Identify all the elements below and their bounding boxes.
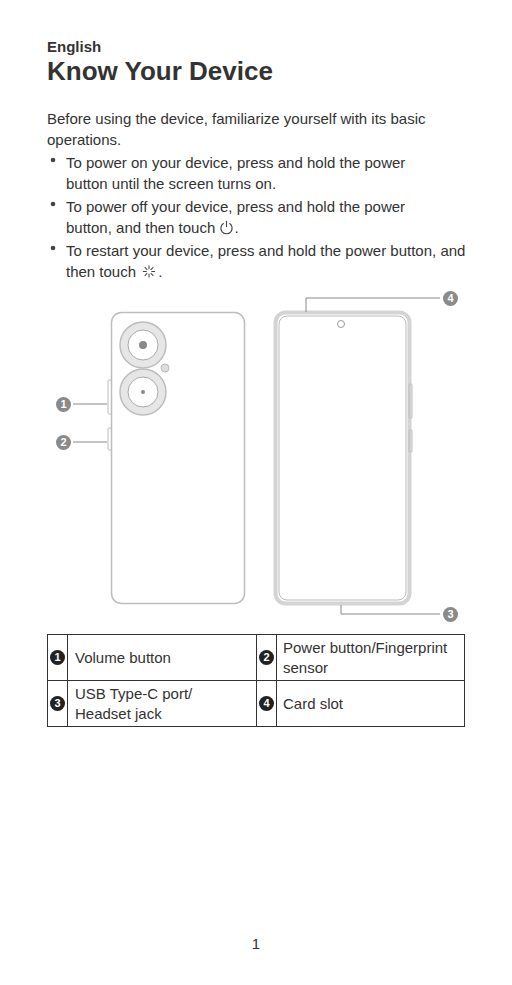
callout-number: 1 <box>50 650 65 665</box>
restart-icon-ray <box>151 267 154 270</box>
callout-number: 3 <box>443 607 458 622</box>
callout-number: 2 <box>259 650 274 665</box>
restart-icon-ray <box>152 271 156 272</box>
restart-icon-ray <box>149 265 150 269</box>
table-cell: USB Type-C port/ Headset jack <box>75 681 225 726</box>
page-number: 1 <box>0 935 512 952</box>
power-icon <box>219 220 234 235</box>
phone-back <box>108 313 245 604</box>
punctuation: . <box>158 263 162 280</box>
bullet-text: To restart your device, press and hold t… <box>66 242 465 280</box>
restart-icon-ray <box>151 273 154 276</box>
bullet-dot <box>51 246 56 251</box>
restart-icon-ray <box>145 273 148 276</box>
bullet-text: To restart your device, press and hold t… <box>66 240 466 282</box>
bullet-dot <box>51 158 56 163</box>
language-heading: English <box>47 38 101 55</box>
bullet-text: To power off your device, press and hold… <box>66 196 446 238</box>
callout-number: 1 <box>56 397 71 412</box>
bullet-dot <box>51 202 56 207</box>
intro-text: Before using the device, familiarize you… <box>47 108 467 150</box>
bullet-text: To power on your device, press and hold … <box>66 152 446 194</box>
page-title: Know Your Device <box>47 56 273 87</box>
punctuation: . <box>234 219 238 236</box>
phone-front <box>276 313 413 604</box>
callout-number: 3 <box>50 696 65 711</box>
camera-module <box>120 322 169 415</box>
callout-number: 4 <box>259 696 274 711</box>
table-cell: Card slot <box>283 681 463 726</box>
restart-icon-ray <box>145 267 148 270</box>
callout-number: 4 <box>443 291 458 306</box>
restart-icon-ray <box>149 274 150 278</box>
table-cell: Power button/Fingerprint sensor <box>283 635 463 680</box>
table-cell: Volume button <box>75 635 253 680</box>
parts-table <box>48 635 465 727</box>
restart-icon-ray <box>143 271 147 272</box>
callout-number: 2 <box>56 435 71 450</box>
leader-line <box>73 298 440 614</box>
restart-icon <box>140 264 158 279</box>
